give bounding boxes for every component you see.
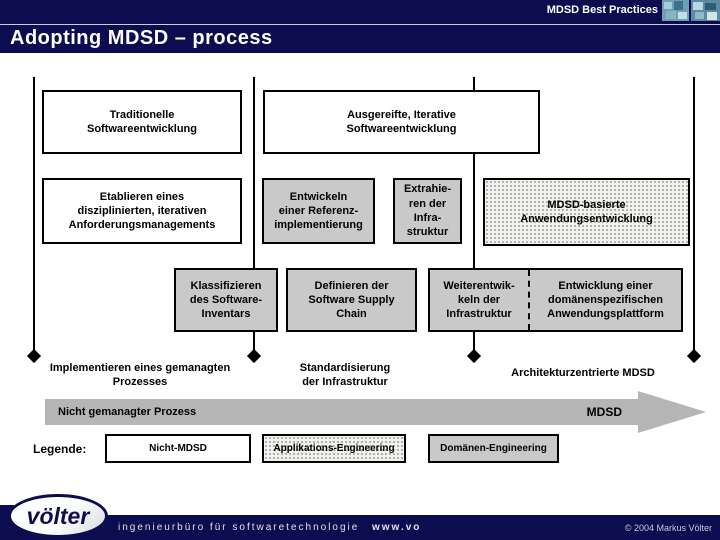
diamond-marker-2 <box>246 348 262 364</box>
footer-bar <box>0 515 720 540</box>
box-infrastruktur-und-plattform: Weiterentwik- keln der Infrastruktur Ent… <box>428 268 683 332</box>
box-referenzimplementierung: Entwickeln einer Referenz- implementieru… <box>262 178 375 244</box>
box-software-supply-chain: Definieren der Software Supply Chain <box>286 268 417 332</box>
legend-item-applikations-engineering: Applikations-Engineering <box>262 434 406 463</box>
diamond-marker-1 <box>26 348 42 364</box>
arrow-label-mdsd: MDSD <box>586 405 622 419</box>
box-extrahieren-infrastruktur: Extrahie- ren der Infra- struktur <box>393 178 462 244</box>
page-title: Adopting MDSD – process <box>10 27 273 49</box>
header-badge: MDSD Best Practices <box>546 4 658 16</box>
box-anforderungsmanagement: Etablieren eines disziplinierten, iterat… <box>42 178 242 244</box>
arrow-label-nicht-gemanagter-prozess: Nicht gemanagter Prozess <box>58 406 197 418</box>
milestone-architekturzentrierte-mdsd: Architekturzentrierte MDSD <box>511 367 655 379</box>
box-weiterentwickeln-infrastruktur: Weiterentwik- keln der Infrastruktur <box>430 270 530 330</box>
diamond-marker-4 <box>686 348 702 364</box>
voelter-logo: völter <box>8 494 108 538</box>
timeline-line-4 <box>693 77 695 352</box>
maturity-arrow-head <box>638 391 706 433</box>
footer-copyright: © 2004 Markus Völter <box>624 523 712 533</box>
milestone-gemanagter-prozess: Implementieren eines gemanagten Prozesse… <box>49 362 231 388</box>
footer-url: www.vo <box>372 522 422 533</box>
legend-item-nicht-mdsd: Nicht-MDSD <box>105 434 251 463</box>
legend-item-domaenen-engineering: Domänen-Engineering <box>428 434 559 463</box>
header-divider <box>0 24 720 25</box>
box-klassifizieren-software-inventars: Klassifizieren des Software- Inventars <box>174 268 278 332</box>
maturity-arrow: Nicht gemanagter Prozess MDSD <box>45 399 638 425</box>
timeline-line-3 <box>473 77 475 352</box>
timeline-line-1 <box>33 77 35 352</box>
footer-tagline: ingenieurbüro für softwaretechnologie <box>118 522 360 533</box>
header-photo-thumbnail <box>662 0 720 21</box>
milestone-standardisierung-infrastruktur: Standardisierung der Infrastruktur <box>299 362 391 388</box>
box-ausgereifte-iterative-softwareentwicklung: Ausgereifte, Iterative Softwareentwicklu… <box>263 90 540 154</box>
legend-label: Legende: <box>33 442 87 456</box>
box-domaenenspezifische-anwendungsplattform: Entwicklung einer domänenspezifischen An… <box>547 279 664 321</box>
box-traditionelle-softwareentwicklung: Traditionelle Softwareentwicklung <box>42 90 242 154</box>
diamond-marker-3 <box>466 348 482 364</box>
box-mdsd-basierte-anwendungsentwicklung: MDSD-basierte Anwendungsentwicklung <box>483 178 690 246</box>
header-bar: MDSD Best Practices Adopting MDSD – proc… <box>0 0 720 53</box>
timeline-line-2 <box>253 77 255 352</box>
